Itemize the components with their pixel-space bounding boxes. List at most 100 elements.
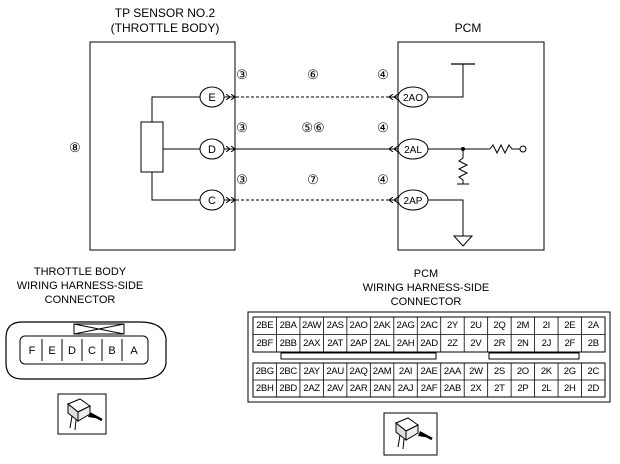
tb-latch-cross-2 <box>73 323 125 335</box>
pcm-terminal-cell: 2AT <box>327 337 344 349</box>
pcm-terminal-cell: 2AZ <box>303 383 320 394</box>
tb-pin-f: F <box>29 345 36 357</box>
sensor-pin-c-label: C <box>208 195 216 207</box>
connector-view-icon <box>67 398 103 431</box>
pcm-terminal-cell: 2BF <box>256 337 273 349</box>
pcm-terminal-2al-label: 2AL <box>404 145 422 156</box>
tb-connector-title-2: WIRING HARNESS-SIDE <box>17 280 144 292</box>
pcm-terminal-cell: 2Y <box>446 320 458 332</box>
pcm-terminal-cell: 2AD <box>420 337 438 349</box>
pcm-terminal-cell: 2J <box>541 337 552 349</box>
pcm-terminal-cell: 2AK <box>373 320 391 332</box>
pcm-terminal-cell: 2AL <box>374 337 391 349</box>
pcm-terminal-cell: 2BA <box>279 320 297 332</box>
wire-2-right-ref: ④ <box>377 120 389 135</box>
tb-pin-c: C <box>88 345 96 357</box>
pcm-terminal-cell: 2AF <box>420 383 438 394</box>
sensor-box-ref: ⑧ <box>69 140 81 155</box>
pcm-terminal-cell: 2AM <box>372 366 392 377</box>
pcm-terminal-cell: 2AW <box>301 320 322 332</box>
tb-pin-a: A <box>130 345 138 357</box>
tb-connector-latch <box>73 323 125 335</box>
tb-connector-title-1: THROTTLE BODY <box>34 266 127 278</box>
wire-3-left-ref: ③ <box>236 172 248 187</box>
pcm-terminal-cell: 2AC <box>420 320 438 332</box>
pcm-terminal-cell: 2AV <box>326 383 344 394</box>
sensor-title-line1: TP SENSOR NO.2 <box>115 6 216 20</box>
pcm-terminal-cell: 2BH <box>255 383 274 394</box>
pcm-terminal-cell: 2G <box>563 366 576 377</box>
pcm-terminal-cell: 2BB <box>279 337 297 349</box>
pcm-terminal-cell: 2Z <box>447 337 458 349</box>
pcm-terminal-cell: 2T <box>494 383 505 394</box>
pcm-pullup-resistor <box>489 143 520 155</box>
tb-connector-housing <box>5 321 167 380</box>
pcm-pulldown-resistor <box>457 149 469 184</box>
pcm-terminal-cell: 2BC <box>279 366 297 377</box>
pcm-title: PCM <box>455 21 482 35</box>
wire-c-internal <box>151 172 200 201</box>
pcm-terminal-cell: 2BE <box>256 320 274 332</box>
pcm-terminal-cell: 2AA <box>443 366 461 377</box>
tb-connector-pins <box>41 339 123 361</box>
pcm-terminal-cell: 2E <box>564 320 576 332</box>
pcm-terminal-cell: 2AY <box>303 366 320 377</box>
tb-connector-title-3: CONNECTOR <box>45 294 116 306</box>
sensor-title-line2: (THROTTLE BODY) <box>111 21 220 35</box>
pcm-terminal-cell: 2S <box>493 366 505 377</box>
pcm-terminal-cell: 2AO <box>349 320 368 332</box>
pcm-terminal-cell: 2C <box>587 366 600 377</box>
pcm-connector-key-right <box>488 352 580 360</box>
pcm-connector-key-left <box>280 352 437 360</box>
pcm-terminal-cell: 2AN <box>373 383 391 394</box>
pcm-terminal-cell: 2AH <box>396 337 415 349</box>
pcm-ground-wire <box>428 199 464 236</box>
wire-2-mid-ref: ⑤⑥ <box>301 120 324 135</box>
pcm-reference-terminal <box>519 145 527 153</box>
pcm-terminal-cell: 2BD <box>279 383 297 394</box>
pcm-terminal-cell: 2BG <box>255 366 274 377</box>
wire-3-right-ref: ④ <box>377 172 389 187</box>
pcm-terminal-cell: 2AP <box>350 337 368 349</box>
pcm-terminal-cell: 2R <box>493 337 506 349</box>
pcm-terminal-cell: 2AS <box>326 320 344 332</box>
wire-e-internal <box>151 96 200 122</box>
pcm-connector-grid-lines <box>253 317 605 397</box>
pcm-terminal-cell: 2K <box>540 366 552 377</box>
wire-1-left-ref: ③ <box>236 67 248 82</box>
sensor-pin-d-label: D <box>208 144 216 156</box>
pcm-terminal-cell: 2O <box>516 366 529 377</box>
pcm-supply-wire <box>428 64 464 98</box>
wire-3-mid-ref: ⑦ <box>307 172 319 187</box>
pcm-terminal-2ap-label: 2AP <box>404 196 423 207</box>
pcm-terminal-cell: 2AX <box>303 337 321 349</box>
pcm-terminal-cell: 2N <box>517 337 529 349</box>
pcm-terminal-cell: 2AR <box>349 383 368 394</box>
pcm-terminal-cell: 2AJ <box>397 383 414 394</box>
pcm-terminal-cell: 2I <box>542 320 551 332</box>
pcm-terminal-cell: 2AU <box>326 366 344 377</box>
pcm-terminal-cell: 2B <box>587 337 599 349</box>
pcm-terminal-cell: 2M <box>516 320 530 332</box>
pcm-connector-outer <box>247 311 611 403</box>
pcm-terminal-cell: 2W <box>469 366 483 377</box>
wire-2-left-ref: ③ <box>236 120 248 135</box>
pcm-terminal-cell: 2D <box>587 383 600 394</box>
pcm-terminal-cell: 2F <box>564 337 576 349</box>
pcm-terminal-cell: 2AB <box>443 383 461 394</box>
pcm-terminal-cell: 2A <box>587 320 599 332</box>
pcm-terminal-cell: 2AG <box>396 320 415 332</box>
pcm-connector-title-2: WIRING HARNESS-SIDE <box>363 282 490 294</box>
pcm-terminal-cell: 2AQ <box>349 366 368 377</box>
tb-connector-face <box>19 335 149 365</box>
pcm-terminal-cell: 2P <box>517 383 529 394</box>
potentiometer-element <box>140 121 164 173</box>
pcm-terminal-cell: 2L <box>541 383 552 394</box>
pcm-box <box>397 41 545 251</box>
pcm-terminal-cell: 2U <box>470 320 482 332</box>
sensor-pin-e-label: E <box>208 92 215 104</box>
pcm-terminal-2ao-label: 2AO <box>403 93 423 104</box>
